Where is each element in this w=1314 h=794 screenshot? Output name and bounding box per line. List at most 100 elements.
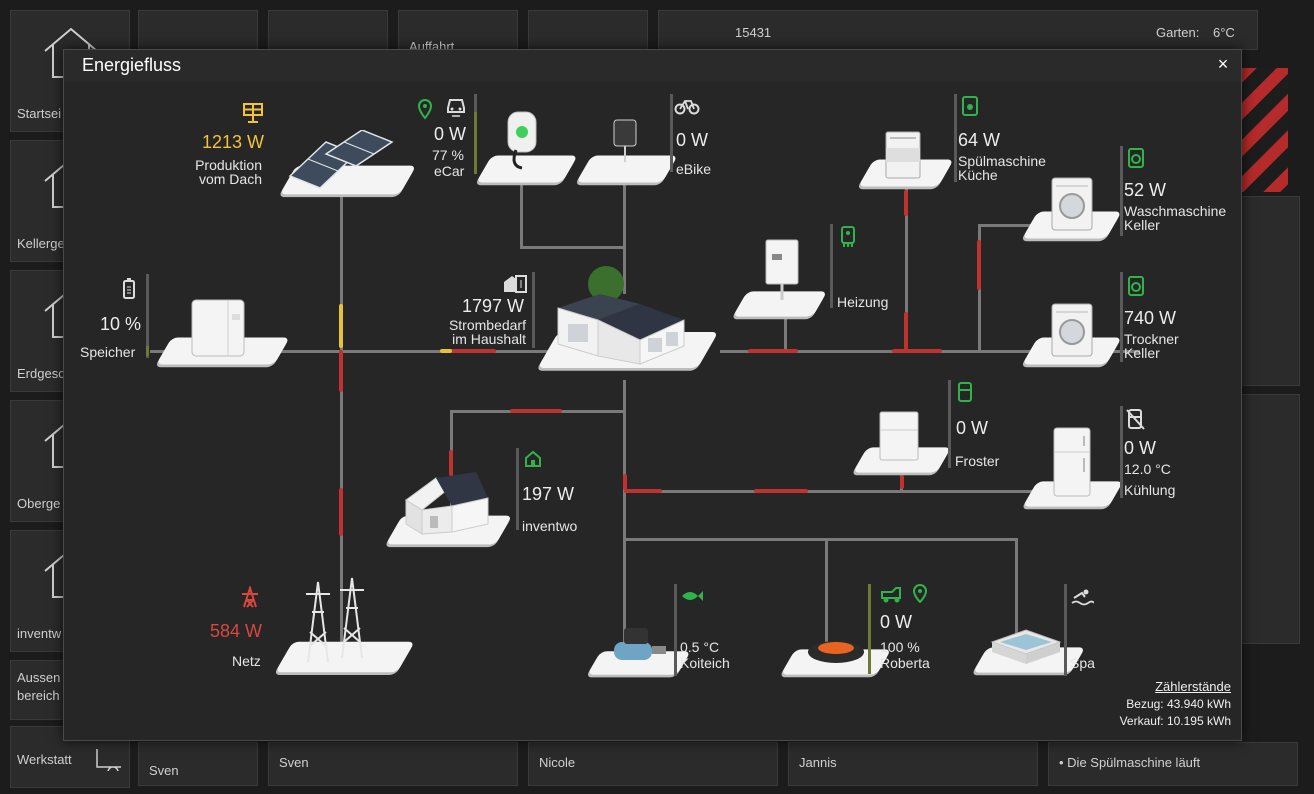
dryer-label-2: Keller bbox=[1124, 345, 1160, 361]
bg-tile-top[interactable] bbox=[268, 10, 388, 50]
house-label-1: Strombedarf bbox=[448, 317, 526, 333]
location-pin-icon bbox=[417, 98, 433, 120]
freezer-icon bbox=[958, 382, 972, 402]
flow-fridge-v bbox=[623, 474, 627, 490]
battery-label: Speicher bbox=[80, 344, 136, 360]
pond-temp: 0.5 °C bbox=[680, 639, 720, 655]
bg-lux-value: 15431 bbox=[735, 25, 772, 40]
house-sep bbox=[532, 272, 535, 348]
bg-garden-label: Garten: bbox=[1156, 25, 1200, 40]
washing-machine-icon bbox=[1051, 177, 1093, 231]
house-icon bbox=[557, 266, 685, 365]
wire-heating bbox=[784, 300, 787, 350]
energy-flow-dialog: Energiefluss × bbox=[63, 49, 1242, 741]
dryer-machine-icon bbox=[1051, 303, 1093, 357]
bg-tile-weather: 15431 Garten: 6°C bbox=[658, 10, 1258, 50]
car-icon bbox=[447, 99, 465, 117]
flow-washer bbox=[977, 240, 981, 290]
bike-icon bbox=[674, 100, 700, 115]
small-house-icon bbox=[405, 472, 489, 535]
dishwasher-sep bbox=[954, 94, 957, 182]
bg-notice: • Die Spülmaschine läuft bbox=[1059, 755, 1201, 770]
bg-tile-label: Kellerge bbox=[17, 236, 65, 251]
inventwo-sep bbox=[516, 448, 519, 530]
meter-readings-link[interactable]: Zählerstände bbox=[1155, 679, 1231, 694]
appliance-dishwasher-icon bbox=[962, 96, 978, 116]
heating-sep bbox=[830, 224, 833, 308]
wire-ecar-h bbox=[520, 246, 626, 249]
pond-sep bbox=[674, 584, 677, 676]
freezer-appliance-icon bbox=[879, 411, 919, 461]
bg-tile-right bbox=[1240, 196, 1300, 386]
flow-grid bbox=[339, 488, 343, 536]
flow-grid-up bbox=[339, 350, 343, 392]
bg-tile-top[interactable] bbox=[528, 10, 648, 50]
building-icon bbox=[504, 275, 527, 293]
battery-icon bbox=[123, 278, 135, 299]
ebike-power-value: 0 W bbox=[676, 130, 709, 150]
flow-fridge-1 bbox=[624, 489, 662, 493]
ebike-charger-icon bbox=[613, 119, 637, 162]
washer-label-1: Waschmaschine bbox=[1124, 203, 1227, 219]
bg-bottom-label: Sven bbox=[149, 763, 179, 778]
fridge-off-icon bbox=[1126, 409, 1145, 430]
mower-level-bar bbox=[868, 584, 871, 674]
bg-tile-bottom[interactable]: Sven bbox=[138, 742, 258, 786]
flow-freezer bbox=[900, 475, 904, 489]
dialog-header: Energiefluss × bbox=[64, 50, 1241, 82]
wire-battery-house bbox=[150, 350, 550, 353]
wire-house-down bbox=[623, 380, 626, 650]
bg-tile-bottom[interactable]: Nicole bbox=[528, 742, 778, 786]
energy-flow-canvas: 1213 W Produktion vom Dach 0 W 77 % eCar… bbox=[64, 50, 1243, 742]
house-power-value: 1797 W bbox=[462, 296, 525, 316]
wallbox-icon bbox=[507, 111, 537, 170]
flow-house-in bbox=[440, 349, 496, 353]
ecar-percent: 77 % bbox=[432, 147, 464, 163]
fridge-label: Kühlung bbox=[1124, 482, 1176, 498]
swim-icon bbox=[1071, 589, 1094, 606]
flow-inventwo-h bbox=[510, 409, 562, 413]
heating-label: Heizung bbox=[837, 294, 889, 310]
solar-label-1: Produktion bbox=[195, 157, 262, 173]
bg-tile-top[interactable]: Auffahrt bbox=[398, 10, 518, 54]
flow-inventwo-v bbox=[449, 450, 453, 476]
appliance-dryer-icon bbox=[1128, 276, 1144, 296]
flow-fridge-2 bbox=[754, 489, 808, 493]
wire-spa bbox=[1015, 538, 1018, 650]
wire-fridge bbox=[623, 490, 1043, 493]
solar-label-2: vom Dach bbox=[198, 171, 262, 187]
wire-washer-h bbox=[978, 224, 1040, 227]
flow-dishwasher bbox=[904, 190, 908, 216]
bg-tile-right bbox=[1240, 394, 1300, 644]
close-button[interactable]: × bbox=[1217, 54, 1229, 74]
bg-tile-bottom[interactable]: Sven bbox=[268, 742, 518, 786]
pond-pump-icon bbox=[614, 628, 666, 660]
grid-label: Netz bbox=[232, 653, 261, 669]
bg-tile-label: Werkstatt bbox=[17, 752, 72, 767]
battery-level-value: 10 % bbox=[100, 314, 142, 334]
wire-ecar bbox=[520, 162, 523, 248]
boiler-icon bbox=[765, 239, 799, 300]
inventwo-label: inventwo bbox=[522, 518, 578, 534]
mower-icon bbox=[881, 587, 901, 603]
flow-dryer bbox=[892, 349, 942, 353]
dryer-label-1: Trockner bbox=[1124, 331, 1179, 347]
freezer-sep bbox=[948, 380, 951, 468]
flow-solar bbox=[339, 304, 343, 348]
ecar-label: eCar bbox=[434, 163, 465, 179]
bg-tile-bottom[interactable]: Jannis bbox=[788, 742, 1038, 786]
ecar-level-bar bbox=[474, 112, 477, 174]
dialog-title: Energiefluss bbox=[82, 55, 182, 75]
meter-verkauf: Verkauf: 10.195 kWh bbox=[1119, 714, 1231, 728]
hot-tub-icon bbox=[990, 629, 1062, 664]
wire-mower bbox=[825, 538, 828, 650]
bg-tile-label: Erdgesc bbox=[17, 366, 65, 381]
bg-tile-label: Oberge bbox=[17, 496, 61, 511]
bg-tile-top[interactable] bbox=[138, 10, 258, 50]
bg-garden-value: 6°C bbox=[1213, 25, 1235, 40]
dishwasher-icon bbox=[885, 131, 921, 179]
ebike-sep bbox=[670, 94, 673, 172]
washer-label-2: Keller bbox=[1124, 217, 1160, 233]
bg-bottom-label: Sven bbox=[279, 755, 309, 770]
fish-icon bbox=[682, 591, 703, 601]
